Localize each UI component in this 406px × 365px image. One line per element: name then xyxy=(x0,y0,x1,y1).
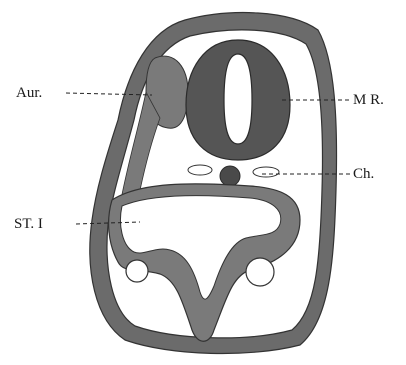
label-auricle: Aur. xyxy=(16,85,42,101)
label-chorda: Ch. xyxy=(353,166,374,182)
label-medullary-ring: M R. xyxy=(353,92,384,108)
label-stomodeum: ST. I xyxy=(14,216,43,232)
stipple-texture xyxy=(85,8,340,358)
